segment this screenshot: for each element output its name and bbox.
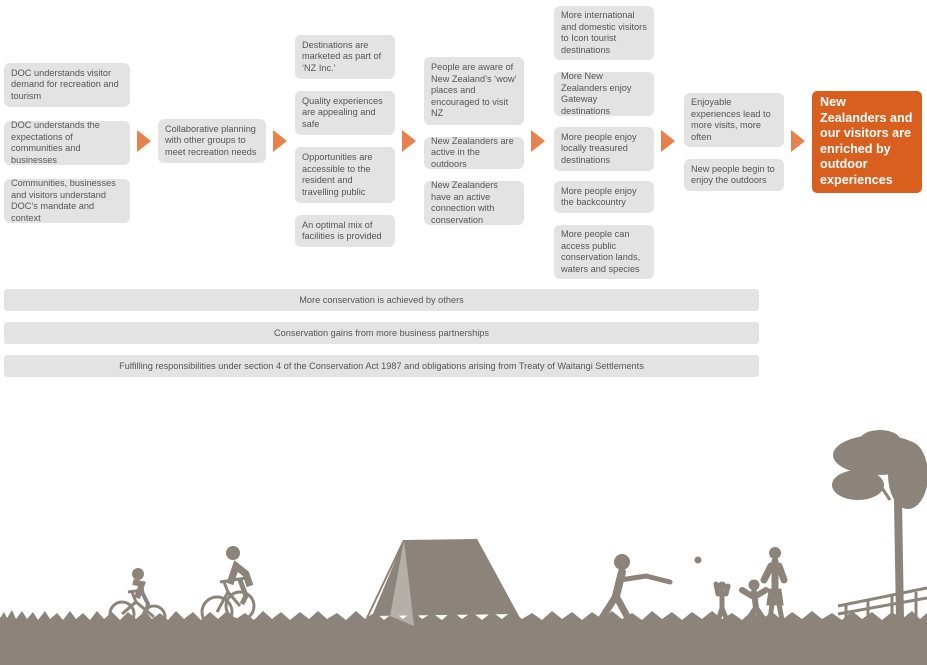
box-label: Communities, businesses and visitors und…	[11, 178, 116, 223]
box-wow-places: People are aware of New Zealand’s ‘wow’ …	[424, 57, 524, 125]
outcome-box: New Zealanders and our visitors are enri…	[812, 91, 922, 193]
box-label: DOC understands the expectations of comm…	[11, 120, 100, 165]
box-accessible: Opportunities are accessible to the resi…	[295, 147, 395, 203]
arrow-6	[791, 130, 805, 152]
box-backcountry: More people enjoy the backcountry	[554, 181, 654, 213]
child-running	[739, 579, 769, 623]
box-label: Enjoyable experiences lead to more visit…	[691, 97, 771, 142]
box-label: More New Zealanders enjoy Gateway destin…	[561, 71, 632, 116]
bar-conservation-by-others: More conservation is achieved by others	[4, 289, 759, 311]
child-small	[713, 581, 731, 621]
grass-ground	[0, 610, 927, 665]
box-visitor-demand: DOC understands visitor demand for recre…	[4, 63, 130, 107]
box-label: More international and domestic visitors…	[561, 10, 647, 55]
tent-icon	[365, 538, 521, 635]
box-label: Opportunities are accessible to the resi…	[302, 152, 373, 197]
arrow-1	[137, 130, 151, 152]
box-new-people: New people begin to enjoy the outdoors	[684, 159, 784, 191]
box-label: Destinations are marketed as part of ‘NZ…	[302, 39, 382, 73]
box-label: Collaborative planning with other groups…	[165, 123, 257, 157]
box-label: DOC understands visitor demand for recre…	[11, 67, 119, 101]
fence	[837, 586, 927, 620]
bar-label: More conservation is achieved by others	[299, 295, 464, 305]
box-label: New Zealanders have an active connection…	[431, 180, 498, 225]
box-quality: Quality experiences are appealing and sa…	[295, 91, 395, 135]
box-marketed: Destinations are marketed as part of ‘NZ…	[295, 35, 395, 79]
arrow-3	[402, 130, 416, 152]
box-label: People are aware of New Zealand’s ‘wow’ …	[431, 62, 517, 119]
arrow-4	[531, 130, 545, 152]
box-facilities: An optimal mix of facilities is provided	[295, 215, 395, 247]
box-expectations: DOC understands the expectations of comm…	[4, 120, 130, 165]
arrow-5	[661, 130, 675, 152]
child-cyclist	[108, 568, 167, 630]
box-label: More people enjoy locally treasured dest…	[561, 131, 637, 165]
box-label: More people can access public conservati…	[561, 229, 641, 274]
outcome-text: New Zealanders and our visitors are enri…	[820, 95, 913, 187]
box-label: An optimal mix of facilities is provided	[302, 219, 382, 242]
box-label: Quality experiences are appealing and sa…	[302, 95, 383, 129]
bar-conservation-act: Fulfilling responsibilities under sectio…	[4, 355, 759, 377]
tree-icon	[832, 430, 927, 620]
adult-cyclist	[200, 546, 256, 629]
box-label: New people begin to enjoy the outdoors	[691, 163, 775, 186]
bar-business-partnerships: Conservation gains from more business pa…	[4, 322, 759, 344]
woman-standing	[760, 547, 788, 623]
arrow-2	[273, 130, 287, 152]
box-enjoyable-experiences: Enjoyable experiences lead to more visit…	[684, 93, 784, 147]
box-label: New Zealanders are active in the outdoor…	[431, 135, 514, 169]
box-gateway: More New Zealanders enjoy Gateway destin…	[554, 71, 654, 116]
box-mandate: Communities, businesses and visitors und…	[4, 178, 130, 223]
ball-icon	[694, 556, 702, 564]
box-label: More people enjoy the backcountry	[561, 185, 637, 208]
person-throwing	[598, 554, 673, 622]
box-locally-treasured: More people enjoy locally treasured dest…	[554, 127, 654, 171]
box-icon-destinations: More international and domestic visitors…	[554, 6, 654, 60]
bar-label: Conservation gains from more business pa…	[274, 328, 489, 338]
bar-label: Fulfilling responsibilities under sectio…	[119, 361, 644, 371]
box-active-connection: New Zealanders have an active connection…	[424, 180, 524, 225]
box-access-lands: More people can access public conservati…	[554, 225, 654, 279]
box-collaborative-planning: Collaborative planning with other groups…	[158, 119, 266, 163]
box-active-outdoors: New Zealanders are active in the outdoor…	[424, 135, 524, 169]
